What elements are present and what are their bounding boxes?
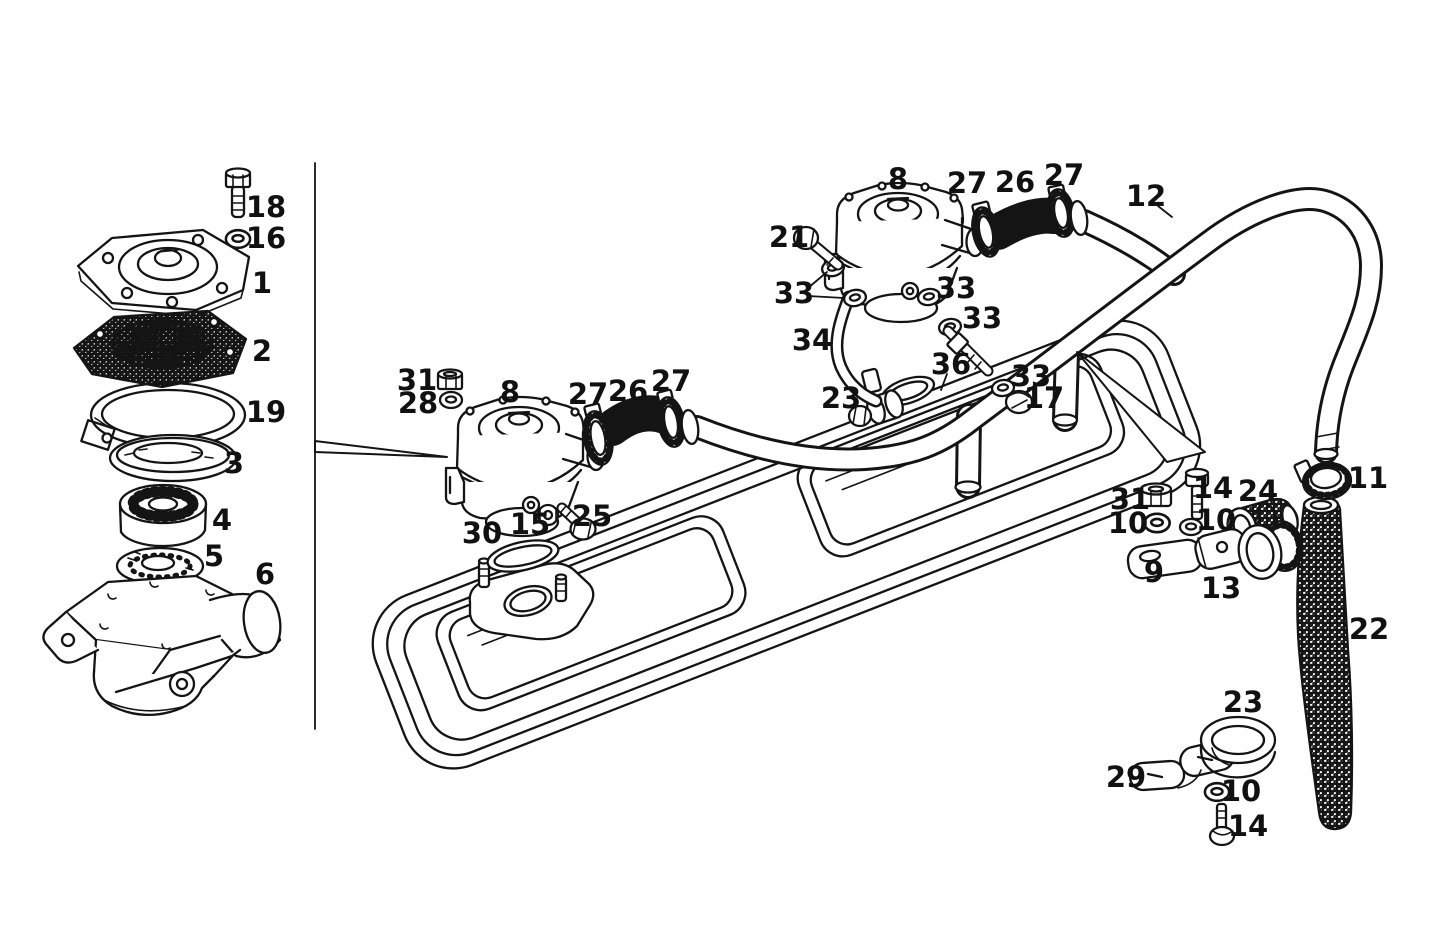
valve-body-6 — [42, 574, 282, 717]
part-label-17-31: 17 — [1024, 381, 1064, 415]
part-label-27-19: 27 — [947, 166, 987, 200]
leader-line-1 — [807, 295, 845, 299]
part-label-4-6: 4 — [212, 503, 232, 537]
banjo-bolt-36 — [942, 325, 994, 377]
part-label-14-35: 14 — [1193, 471, 1233, 505]
part-label-6-8: 6 — [255, 557, 275, 591]
part-label-33-24: 33 — [774, 276, 814, 310]
part-label-26-13: 26 — [608, 374, 648, 408]
part-label-13-39: 13 — [1201, 571, 1241, 605]
o-ring-30 — [486, 539, 560, 573]
part-label-24-37: 24 — [1238, 474, 1278, 508]
breather-pipe-12 — [685, 187, 1383, 499]
hose-26-clamps-27-center — [582, 388, 700, 466]
part-label-23-28: 23 — [821, 381, 861, 415]
part-label-15-16: 15 — [510, 507, 550, 541]
filter-element-4 — [118, 483, 208, 548]
braided-hose-22 — [1296, 495, 1354, 831]
bracket-9 — [1126, 528, 1248, 580]
part-label-10-34: 10 — [1108, 506, 1148, 540]
nut-15 — [536, 503, 560, 527]
bolt-14-b — [1208, 802, 1236, 847]
clamp-23-bottom — [1199, 715, 1277, 779]
part-label-10-36: 10 — [1196, 503, 1236, 537]
cap-nut-17 — [1004, 389, 1034, 415]
nut-31-center — [436, 368, 464, 391]
bolt-14-a — [1184, 467, 1210, 521]
part-label-1-2: 1 — [252, 266, 272, 300]
part-label-25-17: 25 — [572, 499, 612, 533]
disc-3 — [108, 433, 238, 483]
part-label-19-4: 19 — [246, 395, 286, 429]
part-label-5-7: 5 — [204, 539, 224, 573]
part-label-36-29: 36 — [931, 347, 971, 381]
part-label-12-22: 12 — [1126, 179, 1166, 213]
part-label-3-5: 3 — [224, 446, 244, 480]
part-label-23-41: 23 — [1223, 685, 1263, 719]
part-label-31-33: 31 — [1110, 482, 1150, 516]
nut-31-right — [1139, 482, 1173, 508]
gasket-2 — [72, 309, 248, 389]
pipe-stub-on-cover — [861, 367, 882, 394]
part-label-22-40: 22 — [1349, 612, 1389, 646]
part-label-28-10: 28 — [398, 386, 438, 420]
part-label-9-38: 9 — [1144, 555, 1164, 589]
part-label-27-14: 27 — [651, 364, 691, 398]
exploded-stack-arrow — [314, 440, 448, 458]
hose-26-clamps-27-top — [971, 183, 1089, 258]
part-label-30-15: 30 — [462, 516, 502, 550]
leader-line-2 — [1157, 205, 1173, 218]
part-label-34-27: 34 — [792, 323, 832, 357]
part-label-26-20: 26 — [995, 165, 1035, 199]
part-label-21-23: 21 — [769, 220, 809, 254]
clamp-13 — [1237, 520, 1304, 580]
part-label-18-0: 18 — [246, 190, 286, 224]
leader-line-0 — [807, 271, 828, 289]
part-label-33-25: 33 — [936, 271, 976, 305]
part-label-11-32: 11 — [1348, 461, 1388, 495]
drain-pipe-34 — [830, 290, 883, 408]
part-label-10-43: 10 — [1221, 774, 1261, 808]
mount-location-arrow — [1076, 351, 1206, 463]
part-label-16-1: 16 — [246, 221, 286, 255]
plate-5 — [115, 546, 205, 586]
part-label-29-42: 29 — [1106, 760, 1146, 794]
bolt-25 — [556, 502, 597, 541]
bolt-21 — [792, 225, 844, 271]
bolt-18 — [224, 167, 252, 219]
part-label-33-26: 33 — [962, 301, 1002, 335]
washer-28 — [438, 390, 464, 410]
part-label-31-9: 31 — [397, 363, 437, 397]
cover-plate-1 — [76, 228, 251, 317]
leader-line-3 — [940, 373, 948, 391]
part-label-33-30: 33 — [1011, 359, 1051, 393]
part-label-27-21: 27 — [1044, 158, 1084, 192]
part-label-2-3: 2 — [252, 334, 272, 368]
part-label-8-11: 8 — [500, 375, 520, 409]
breather-mount-flange — [468, 557, 595, 641]
part-label-27-12: 27 — [568, 377, 608, 411]
part-label-14-44: 14 — [1228, 809, 1268, 843]
part-label-8-18: 8 — [888, 162, 908, 196]
hose-clamp-11 — [1293, 459, 1353, 501]
